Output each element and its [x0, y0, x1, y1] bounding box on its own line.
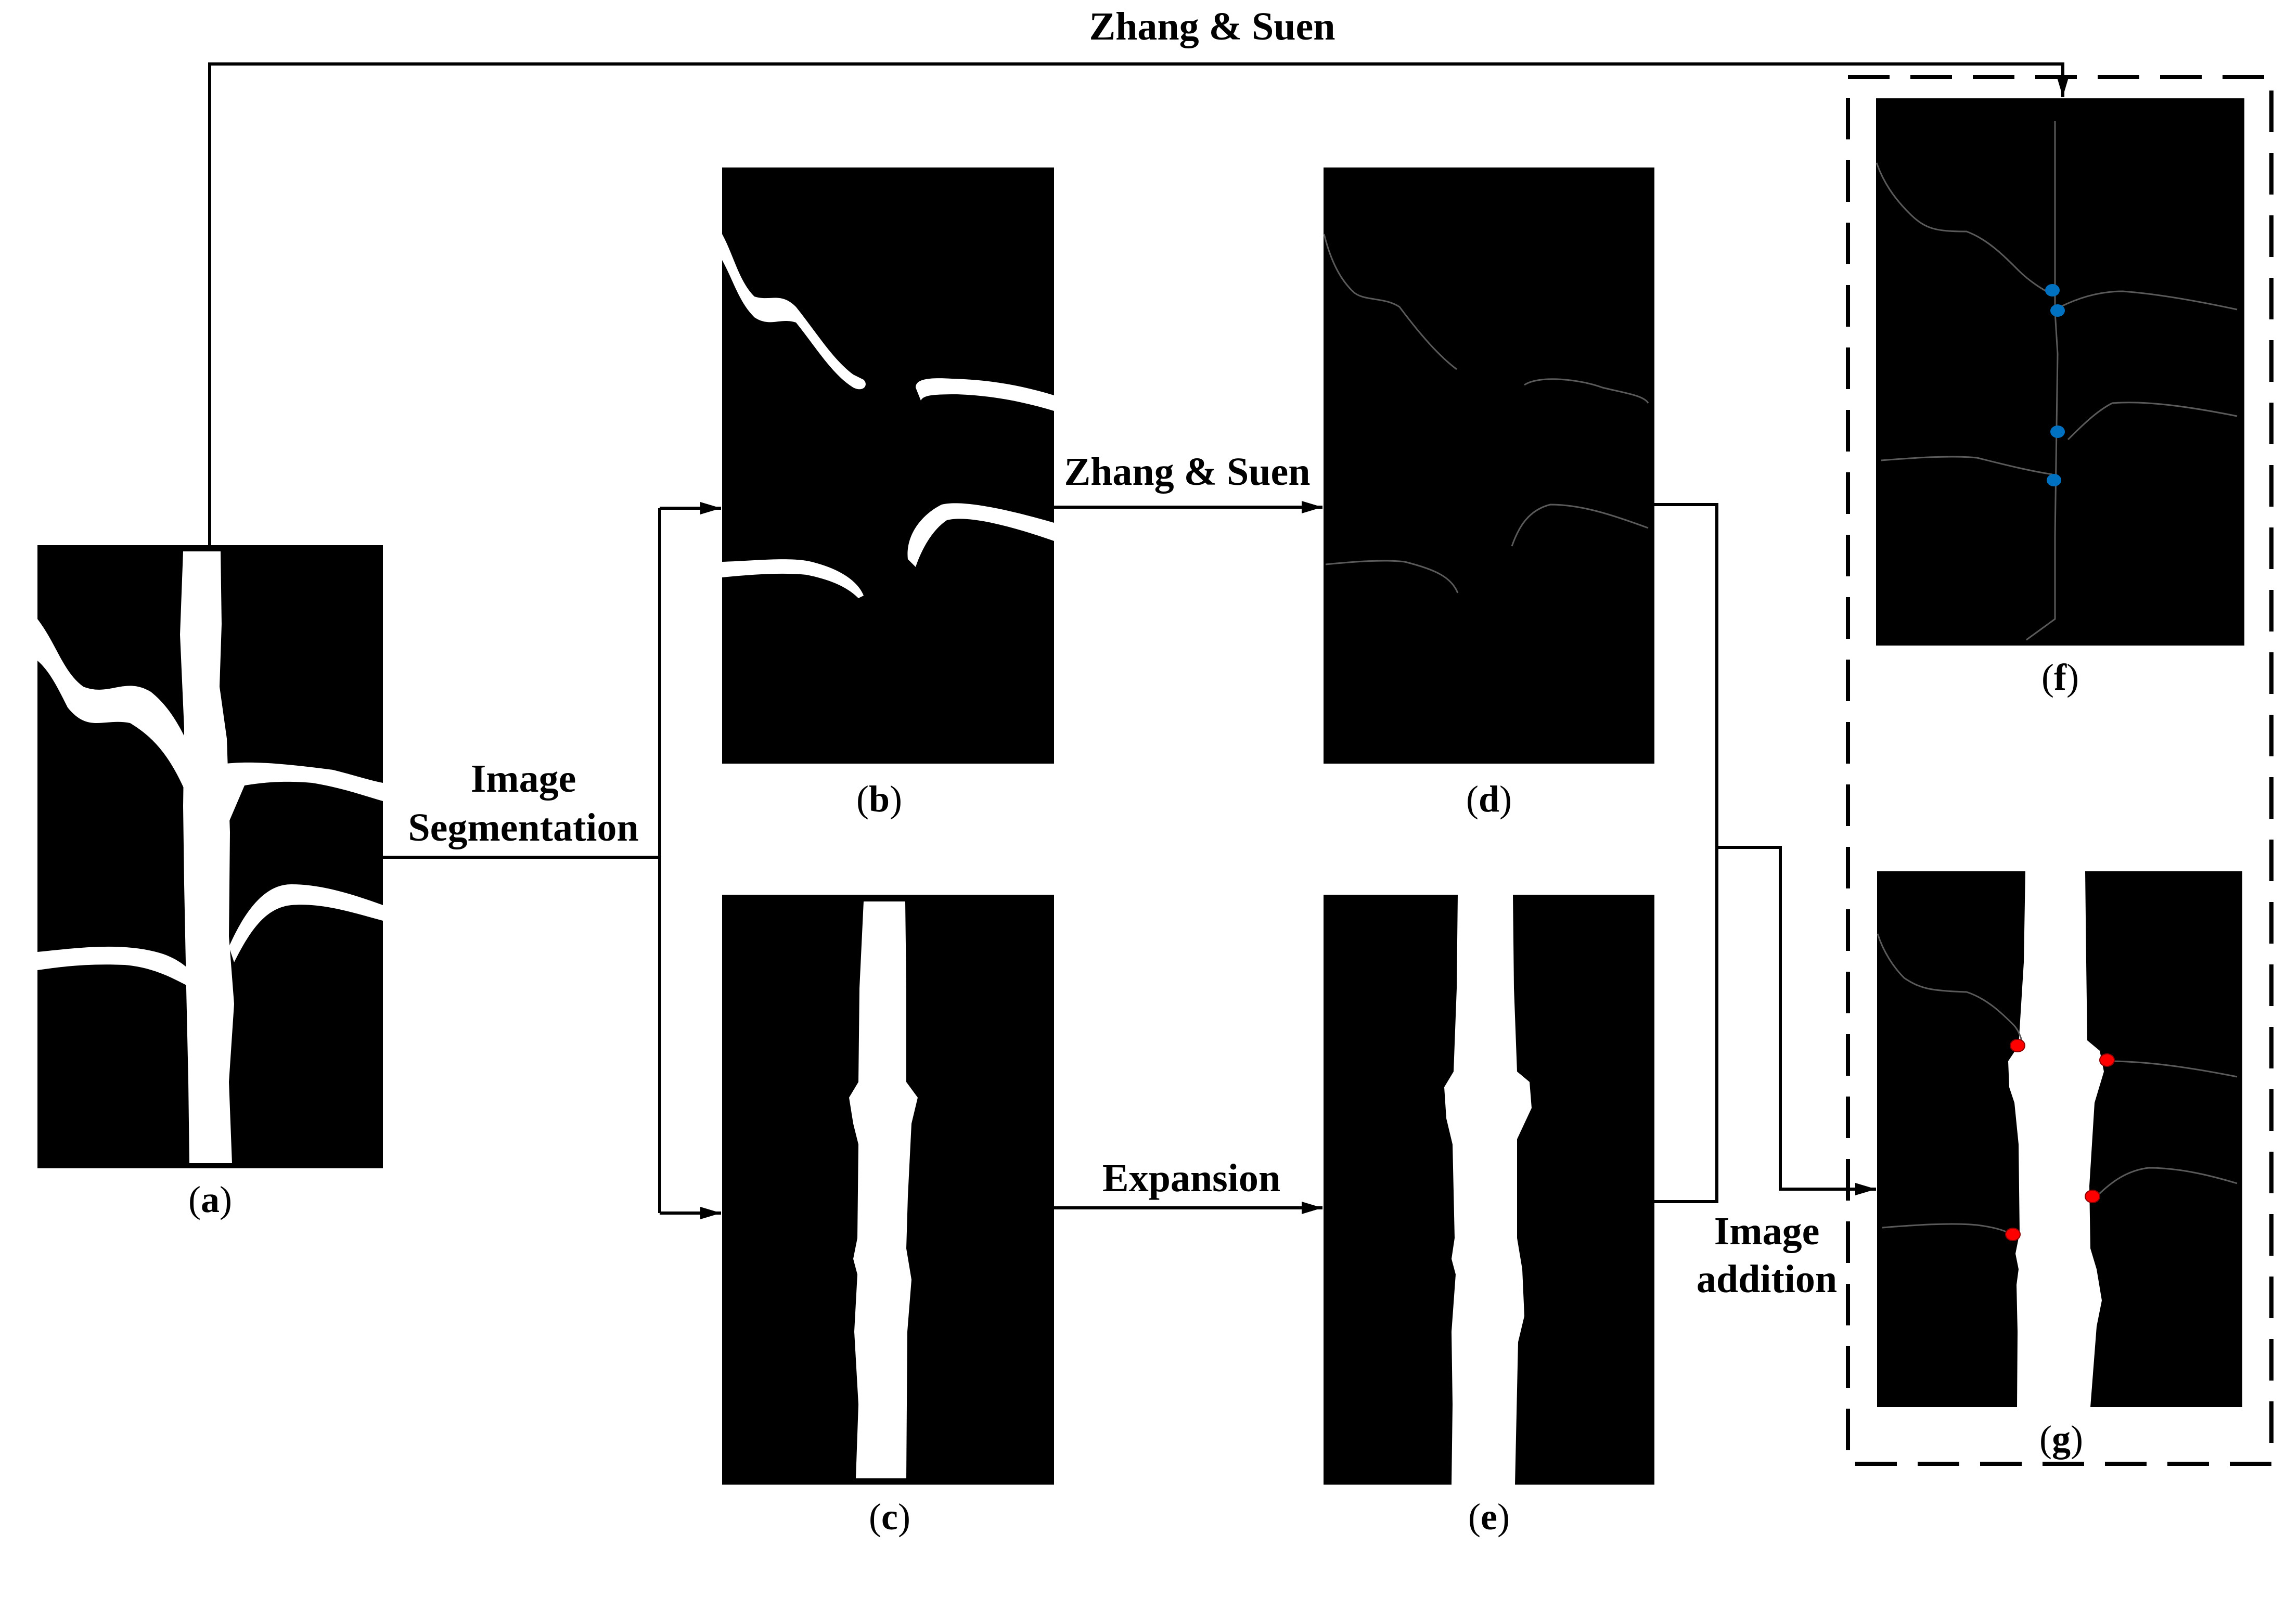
panel-c-caption: (c): [869, 1496, 910, 1538]
panel-f-caption: (f): [2041, 656, 2079, 698]
label-image-addition-1: Image: [1714, 1209, 1820, 1253]
label-image-addition-2: addition: [1697, 1257, 1837, 1301]
merge-bracket: [1654, 503, 1718, 1203]
arrow-merge-to-g: [1717, 846, 1876, 1195]
junction-points-blue: [2045, 284, 2065, 486]
panel-b-caption: (b): [856, 778, 902, 820]
panel-b: (b): [722, 167, 1054, 820]
arrow-a-to-f: [208, 62, 2069, 545]
panel-d: (d): [1323, 167, 1654, 820]
panel-g-caption: (g): [2039, 1418, 2083, 1460]
junction-points-red: [2005, 1039, 2115, 1241]
panel-e: (e): [1324, 895, 1654, 1538]
panel-c: (c): [722, 895, 1054, 1538]
label-segmentation: Segmentation: [408, 806, 638, 849]
label-expansion: Expansion: [1102, 1156, 1280, 1200]
label-image: Image: [471, 757, 576, 801]
panel-f: (f): [1876, 98, 2244, 698]
panel-d-caption: (d): [1466, 778, 1512, 820]
panel-a: (a): [37, 545, 383, 1220]
connectors: [208, 62, 2069, 1219]
panel-a-caption: (a): [188, 1179, 232, 1220]
panel-e-caption: (e): [1468, 1496, 1510, 1538]
label-top-zhang-suen: Zhang & Suen: [1089, 5, 1335, 48]
panel-g: (g): [1877, 871, 2242, 1460]
label-zhang-suen: Zhang & Suen: [1064, 450, 1310, 494]
